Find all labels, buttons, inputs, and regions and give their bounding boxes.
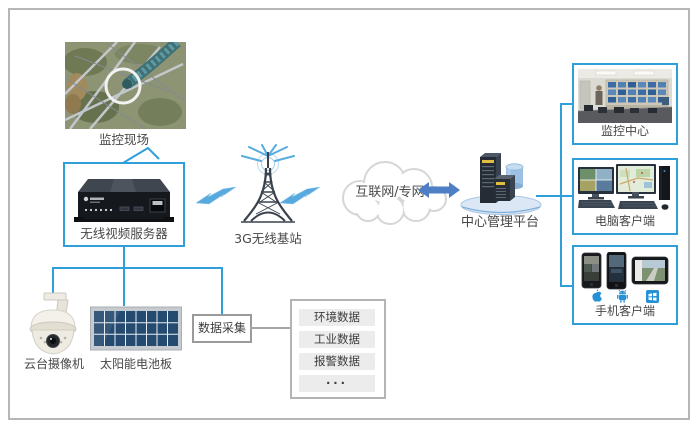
- data-item-alarm: 报警数据: [299, 353, 375, 370]
- solar-panel-label: 太阳能电池板: [99, 357, 172, 371]
- connector-stub-mobile-client: [561, 285, 572, 287]
- data-item-industry: 工业数据: [299, 331, 375, 348]
- platform-servers-icon: [460, 153, 542, 215]
- data-item-more: ···: [299, 375, 375, 392]
- pc-client-box: 电脑客户端: [572, 158, 678, 235]
- site-photo-label: 监控现场: [98, 132, 149, 147]
- connector-right-trunk: [560, 103, 562, 287]
- connector-drop-collect: [221, 267, 223, 314]
- mobile-client-box: 手机客户端: [572, 245, 678, 325]
- monitor-center-label: 监控中心: [600, 124, 649, 138]
- connector-collect-data: [250, 327, 290, 329]
- video-server-box: 无线视频服务器: [63, 162, 185, 247]
- ptz-camera-icon: [29, 292, 77, 355]
- connector-server-down: [123, 247, 125, 268]
- cloud-label: 互联网/专网: [355, 185, 425, 200]
- connector-platform-right: [536, 195, 572, 197]
- base-station-label: 3G无线基站: [234, 231, 302, 246]
- monitor-center-box: 监控中心: [572, 63, 678, 145]
- wireless-bolt-left-icon: [196, 187, 236, 205]
- connector-stub-monitor-center: [561, 103, 572, 105]
- diagram-frame: [8, 8, 690, 420]
- base-station-tower-icon: [241, 144, 295, 223]
- windows-icon: [646, 290, 659, 303]
- site-photo: [65, 42, 186, 129]
- connector-drop-solar: [123, 267, 125, 306]
- video-server-label: 无线视频服务器: [80, 226, 168, 241]
- ptz-camera-label: 云台摄像机: [23, 357, 84, 371]
- mobile-phones-icon: [581, 252, 669, 290]
- pc-client-icon: [578, 164, 670, 210]
- android-icon: [617, 289, 628, 303]
- apple-icon: [592, 289, 602, 302]
- data-list-box: 环境数据 工业数据 报警数据 ···: [290, 299, 386, 399]
- solar-panel-icon: [90, 306, 182, 351]
- monitor-center-photo: [578, 69, 672, 123]
- pc-client-label: 电脑客户端: [594, 214, 655, 228]
- platform-label: 中心管理平台: [460, 215, 539, 230]
- mobile-client-label: 手机客户端: [594, 304, 655, 318]
- double-arrow-icon: [418, 182, 460, 198]
- data-item-environment: 环境数据: [299, 309, 375, 326]
- cloud-icon: [342, 161, 447, 225]
- video-server-device-icon: [74, 179, 174, 222]
- photo-pointer-line: [122, 146, 160, 164]
- data-collect-box: 数据采集: [192, 314, 252, 343]
- connector-branch-horizontal: [52, 267, 223, 269]
- connector-drop-camera: [52, 267, 54, 296]
- wireless-bolt-right-icon: [280, 187, 320, 205]
